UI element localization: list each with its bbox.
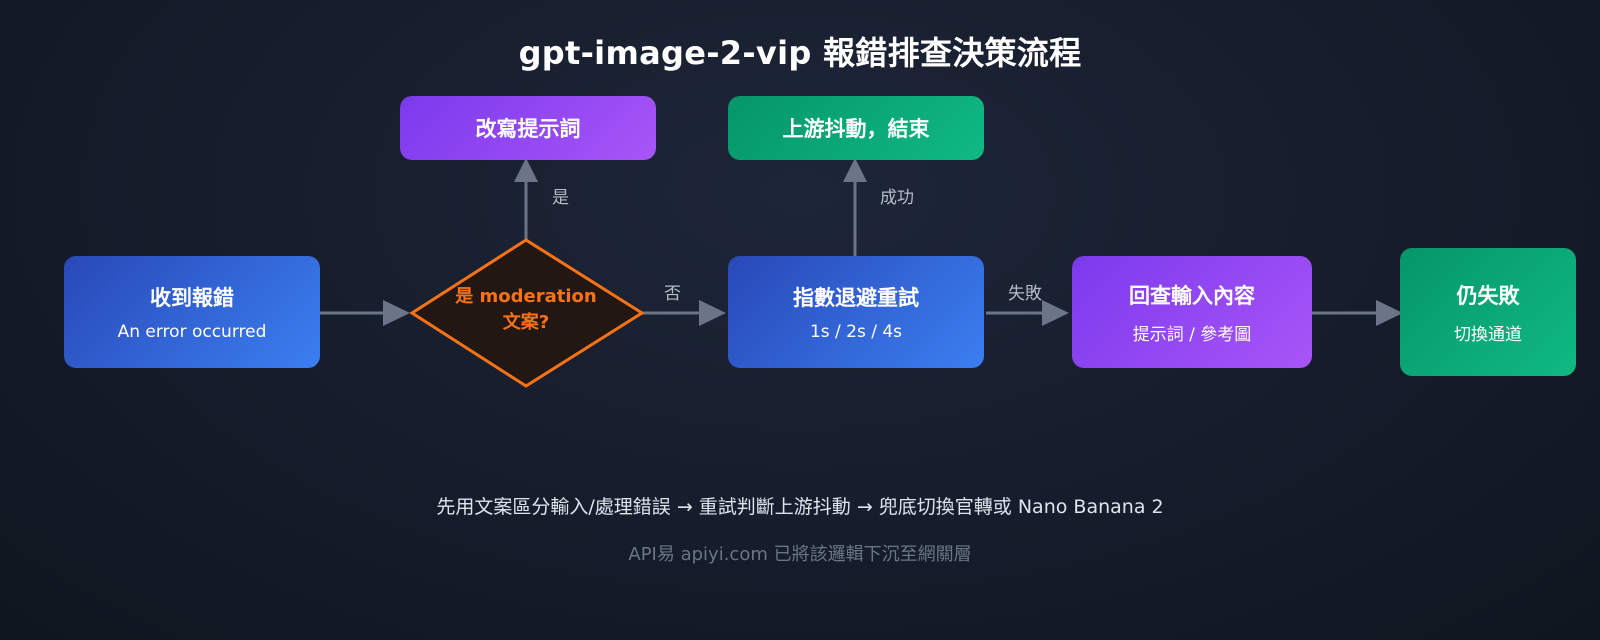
node-review-input: 回查輸入內容 提示詞 / 參考圖 [1072,256,1312,368]
arrowhead-retry-upstream [843,158,867,182]
decision-diamond [409,238,645,388]
node-review-input-subtitle: 提示詞 / 參考圖 [1132,324,1252,345]
node-receive-error-title: 收到報錯 [150,286,234,310]
edge-label-no: 否 [664,284,681,304]
diagram-title: gpt-image-2-vip 報錯排查決策流程 [518,34,1082,72]
node-upstream-end-title: 上游抖動，結束 [782,117,930,141]
edge-label-fail: 失敗 [1008,284,1042,304]
node-still-fail-subtitle: 切換通道 [1454,324,1522,345]
edge-label-success: 成功 [880,188,914,208]
node-upstream-end: 上游抖動，結束 [728,96,984,160]
node-exponential-retry-subtitle: 1s / 2s / 4s [809,322,903,342]
decision-line-2: 文案? [502,312,550,333]
arrowhead-retry-review [1042,300,1069,326]
node-still-fail-title: 仍失敗 [1456,283,1520,308]
node-rewrite-prompt-title: 改寫提示詞 [475,117,581,141]
footer-summary: 先用文案區分輸入/處理錯誤 → 重試判斷上游抖動 → 兜底切換官轉或 Nano … [436,496,1164,518]
arrowhead-decision-retry [699,300,726,326]
arrowhead-start-decision [383,300,410,326]
footer-note: API易 apiyi.com 已將該邏輯下沉至網關層 [628,544,972,565]
node-receive-error: 收到報錯 An error occurred [64,256,320,368]
node-rewrite-prompt: 改寫提示詞 [400,96,656,160]
node-exponential-retry-title: 指數退避重試 [793,286,919,310]
arrowhead-review-stillfail [1376,300,1403,326]
node-review-input-title: 回查輸入內容 [1129,283,1255,308]
decision-line-1: 是 moderation [455,286,597,307]
edge-label-yes: 是 [552,188,569,208]
decision-text: 是 moderation 文案? [413,284,639,336]
node-receive-error-subtitle: An error occurred [117,322,267,342]
node-still-fail: 仍失敗 切換通道 [1400,248,1576,376]
node-exponential-retry: 指數退避重試 1s / 2s / 4s [728,256,984,368]
arrowhead-decision-rewrite [514,158,538,182]
